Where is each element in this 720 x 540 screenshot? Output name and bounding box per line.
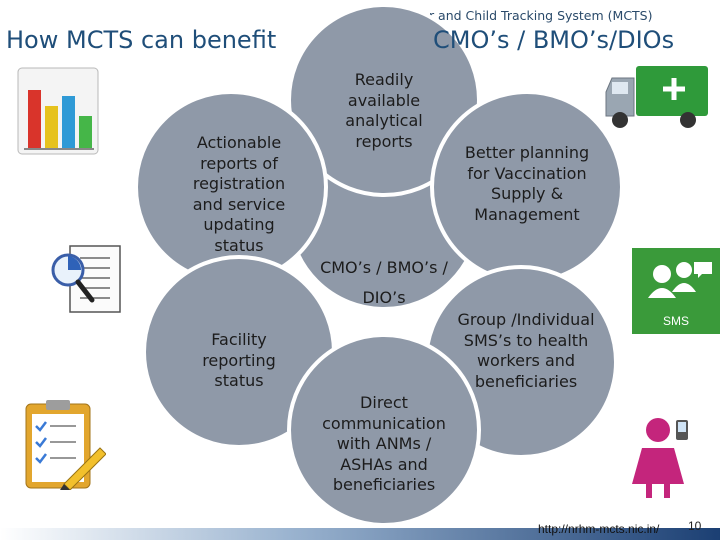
delivery-truck-icon: [605, 66, 708, 128]
title-right: CMO’s / BMO’s/DIOs: [433, 26, 675, 54]
footer-bar: [0, 528, 720, 540]
circle-label-upper-left: Actionable reports of registration and s…: [192, 133, 286, 255]
circle-label-upper-right: Better planning for Vaccination Supply &…: [464, 143, 590, 224]
sms-text: SMS: [662, 314, 689, 328]
center-label: CMO’s / BMO’s / DIO’s: [320, 258, 448, 307]
report-magnifier-icon: [51, 245, 121, 313]
circle-label-lower-right: Group /Individual SMS’s to health worker…: [457, 310, 595, 391]
circle-label-top: Readily available analytical reports: [345, 70, 423, 151]
users-icon: [648, 262, 712, 298]
sms-icon: SMS: [632, 248, 720, 334]
clipboard-pencil-icon: [25, 400, 106, 490]
page-title: How MCTS can benefit: [6, 26, 276, 54]
circle-label-bottom: Direct communication with ANMs / ASHAs a…: [322, 393, 446, 494]
circle-top: [287, 3, 481, 197]
bar-chart-icon: [17, 67, 99, 155]
woman-phone-icon: [632, 418, 688, 498]
system-name: Mother and Child Tracking System (MCTS): [390, 8, 653, 23]
title-left: How MCTS can benefit: [6, 26, 277, 54]
circle-bottom: [287, 333, 481, 527]
circle-label-lower-left: Facility reporting status: [202, 330, 276, 390]
page-number: 10: [688, 519, 702, 533]
footer-url[interactable]: http://nrhm-mcts.nic.in/: [538, 522, 660, 536]
